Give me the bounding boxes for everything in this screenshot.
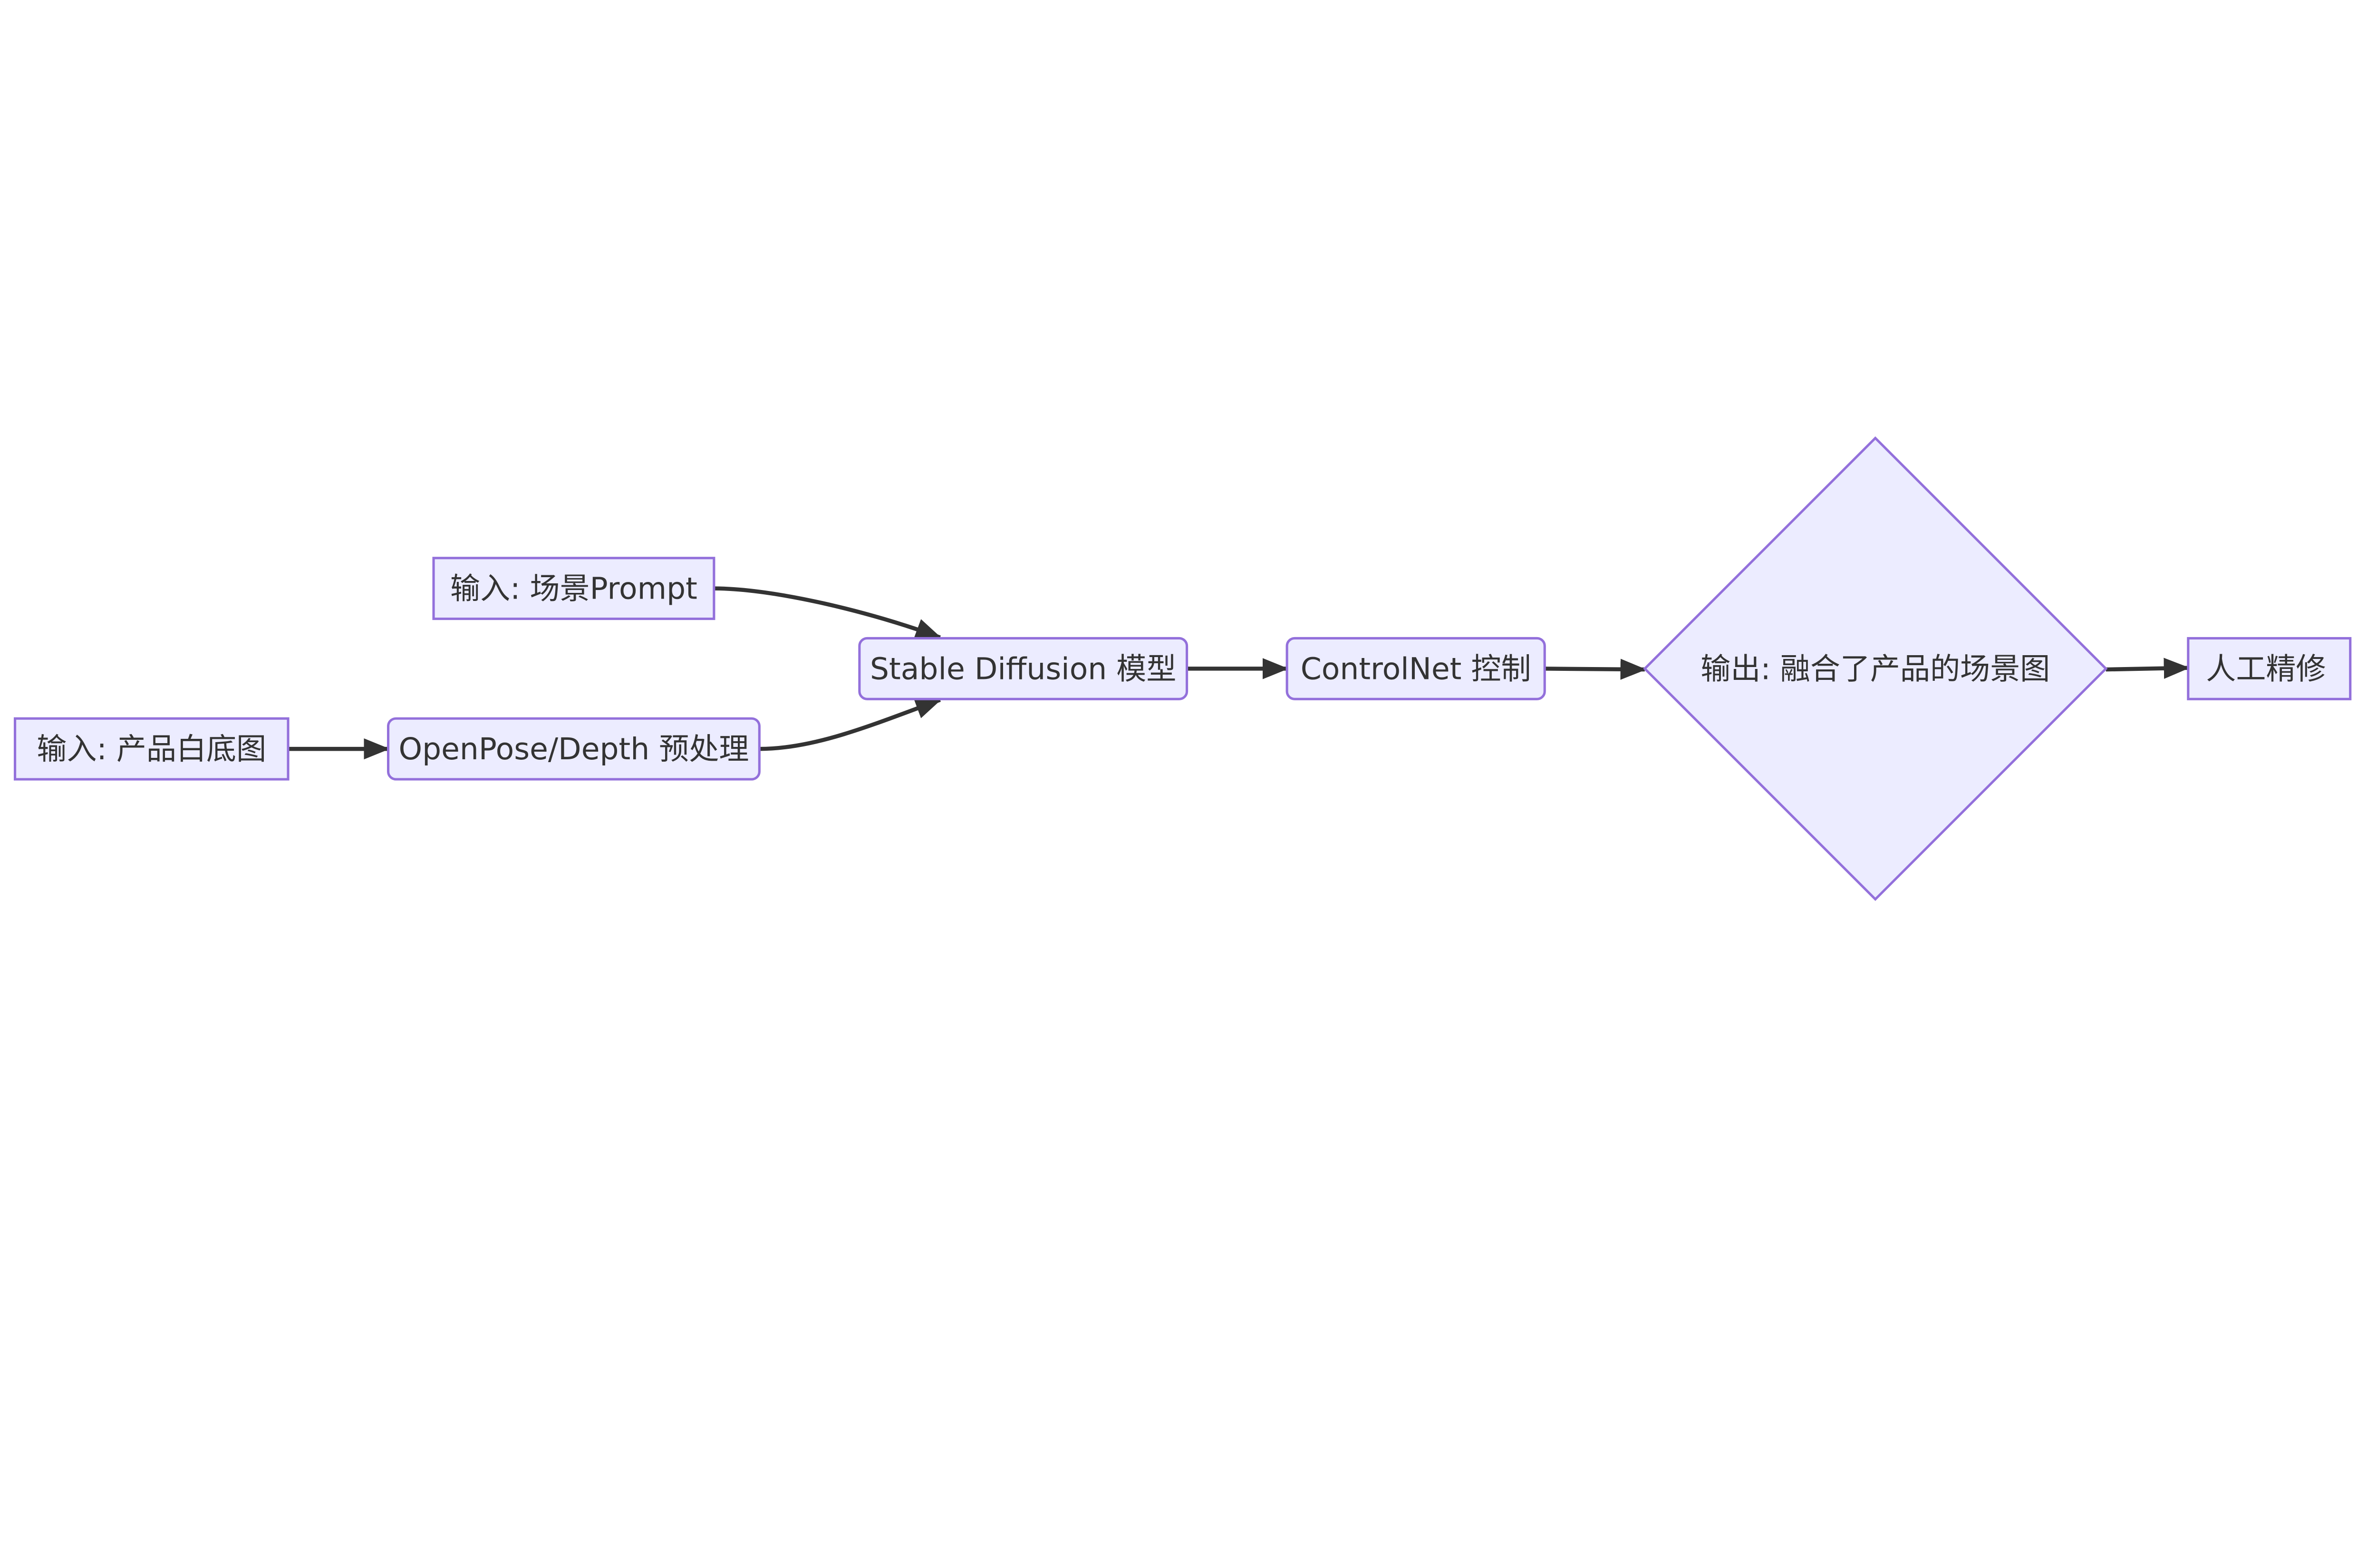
node-sd-model: Stable Diffusion 模型: [858, 637, 1188, 700]
node-label: 人工精修: [2206, 651, 2326, 686]
node-output-diamond: 输出: 融合了产品的场景图: [1643, 436, 2108, 901]
flowchart: 输入: 产品白底图 OpenPose/Depth 预处理 输入: 场景Promp…: [13, 436, 2352, 901]
node-label: 输入: 场景Prompt: [450, 571, 697, 606]
node-controlnet: ControlNet 控制: [1285, 637, 1546, 700]
edge-preprocess-to-sd-model: [759, 698, 942, 751]
edge-controlnet-to-output: [1545, 658, 1647, 680]
node-label: 输入: 产品白底图: [37, 731, 266, 766]
node-input-product: 输入: 产品白底图: [13, 717, 290, 781]
edge-output-to-retouch: [2106, 658, 2190, 679]
node-input-prompt: 输入: 场景Prompt: [432, 557, 715, 620]
node-label: OpenPose/Depth 预处理: [398, 731, 749, 766]
node-label: 输出: 融合了产品的场景图: [1701, 651, 2050, 686]
node-label: ControlNet 控制: [1301, 651, 1531, 686]
node-label: Stable Diffusion 模型: [870, 651, 1176, 686]
node-preprocess: OpenPose/Depth 预处理: [387, 717, 761, 781]
edge-input-prompt-to-sd-model: [714, 586, 942, 639]
node-retouch: 人工精修: [2187, 637, 2352, 700]
